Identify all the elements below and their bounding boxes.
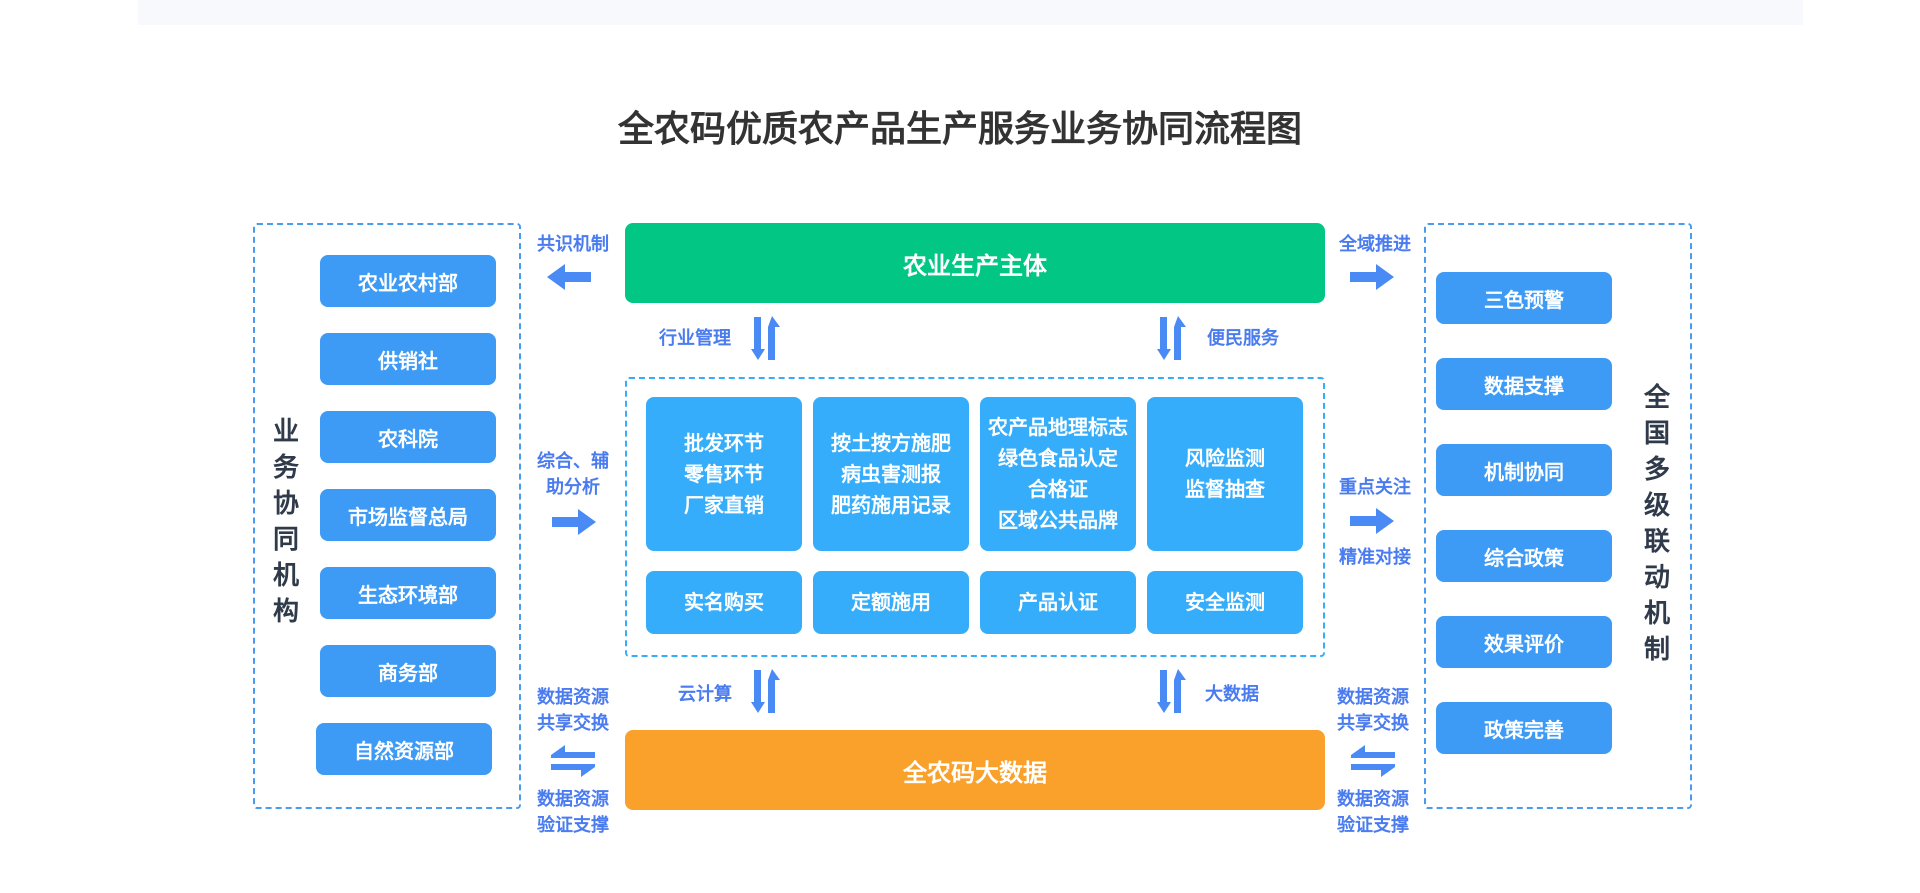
cell-line: 批发环节 — [684, 430, 764, 455]
center-bottom-cell: 产品认证 — [980, 571, 1136, 634]
cell-line: 肥药施用记录 — [831, 492, 951, 517]
cell-line: 病虫害测报 — [841, 461, 941, 486]
right-mechanism-item: 政策完善 — [1436, 702, 1612, 754]
center-bottom-cell: 安全监测 — [1147, 571, 1303, 634]
center-bottom-cell: 定额施用 — [813, 571, 969, 634]
page-title: 全农码优质农产品生产服务业务协同流程图 — [617, 109, 1302, 150]
left-panel-label: 业务协同机构 — [272, 417, 299, 627]
label-share-right-line2: 共享交换 — [1337, 713, 1409, 734]
label-verify-left-line2: 验证支撑 — [537, 815, 609, 836]
right-mechanism-item: 数据支撑 — [1436, 358, 1612, 410]
up-down-arrows-icon — [1157, 669, 1186, 713]
left-panel — [253, 223, 521, 809]
label-public-service: 便民服务 — [1207, 328, 1279, 349]
label-share-left-line1: 数据资源 — [537, 687, 609, 708]
arrow-left-icon — [547, 264, 591, 290]
center-bottom-cell: 实名购买 — [646, 571, 802, 634]
left-agency-item: 自然资源部 — [316, 723, 492, 775]
left-agency-item: 生态环境部 — [320, 567, 496, 619]
label-analysis-line1: 综合、辅 — [537, 451, 609, 472]
cell-line: 按土按方施肥 — [831, 430, 951, 455]
label-bigdata: 大数据 — [1205, 684, 1259, 705]
cell-line: 厂家直销 — [684, 492, 764, 517]
left-agency-item: 市场监督总局 — [320, 489, 496, 541]
label-share-left-line2: 共享交换 — [537, 713, 609, 734]
right-mechanism-item: 效果评价 — [1436, 616, 1612, 668]
cell-line: 风险监测 — [1185, 446, 1265, 470]
bottom-bar-big-data: 全农码大数据 — [625, 730, 1325, 810]
arrow-right-icon — [552, 509, 596, 535]
cell-line: 零售环节 — [684, 461, 764, 486]
center-top-cell: 批发环节零售环节厂家直销 — [646, 397, 802, 551]
right-mechanism-item: 三色预警 — [1436, 272, 1612, 324]
right-panel-label: 全国多级联动机制 — [1643, 383, 1670, 665]
up-down-arrows-icon — [1157, 316, 1186, 360]
top-band — [138, 0, 1803, 25]
center-top-cell: 按土按方施肥病虫害测报肥药施用记录 — [813, 397, 969, 551]
center-panel — [625, 377, 1325, 657]
label-verify-left-line1: 数据资源 — [537, 789, 609, 810]
label-verify-right-line1: 数据资源 — [1337, 789, 1409, 810]
center-top-cell: 风险监测监督抽查 — [1147, 397, 1303, 551]
up-down-arrows-icon — [751, 316, 780, 360]
cell-line: 农产品地理标志 — [988, 415, 1128, 439]
center-top-cell: 农产品地理标志绿色食品认定合格证区域公共品牌 — [980, 397, 1136, 551]
cell-line: 绿色食品认定 — [998, 446, 1118, 470]
label-cloud: 云计算 — [678, 684, 732, 705]
right-mechanism-item: 综合政策 — [1436, 530, 1612, 582]
right-mechanism-item: 机制协同 — [1436, 444, 1612, 496]
label-industry-mgmt: 行业管理 — [659, 328, 731, 349]
label-focus: 重点关注 — [1339, 477, 1411, 498]
cell-line: 区域公共品牌 — [998, 508, 1118, 532]
left-agency-item: 农科院 — [320, 411, 496, 463]
label-global-push: 全域推进 — [1339, 234, 1411, 255]
label-consensus: 共识机制 — [537, 234, 609, 255]
up-down-arrows-icon — [751, 669, 780, 713]
left-agency-item: 供销社 — [320, 333, 496, 385]
left-agency-item: 商务部 — [320, 645, 496, 697]
label-verify-right-line2: 验证支撑 — [1337, 815, 1409, 836]
label-precise: 精准对接 — [1339, 547, 1411, 568]
left-agency-item: 农业农村部 — [320, 255, 496, 307]
cell-line: 合格证 — [1028, 477, 1088, 501]
label-share-right-line1: 数据资源 — [1337, 687, 1409, 708]
arrow-right-icon — [1350, 508, 1394, 534]
arrow-right-icon — [1350, 264, 1394, 290]
right-panel — [1424, 223, 1692, 809]
exchange-arrows-icon — [1351, 745, 1395, 777]
top-bar-agri-producers: 农业生产主体 — [625, 223, 1325, 303]
cell-line: 监督抽查 — [1185, 477, 1265, 501]
exchange-arrows-icon — [551, 745, 595, 777]
label-analysis-line2: 助分析 — [546, 477, 600, 498]
